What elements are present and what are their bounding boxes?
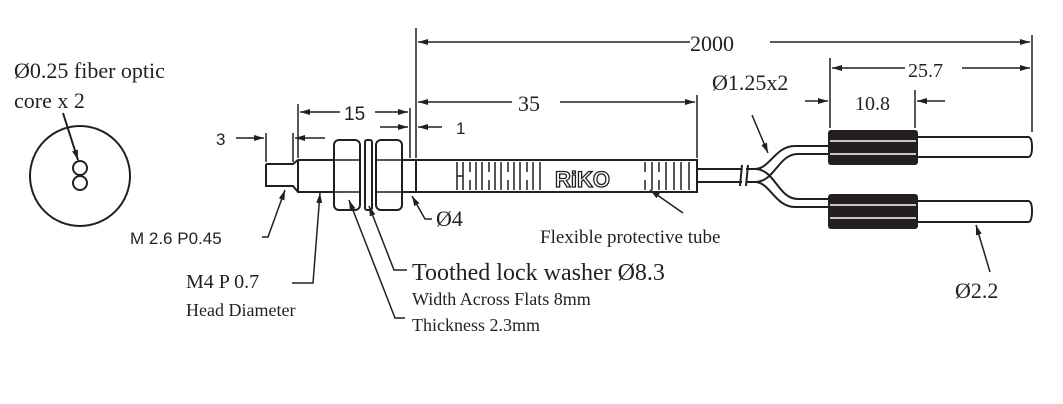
hex-nut — [333, 139, 361, 211]
hex-nut — [375, 139, 403, 211]
pin-diameter-label: Ø2.2 — [955, 278, 998, 303]
sensor-head — [265, 139, 698, 211]
head-thread-label: M4 P 0.7 — [186, 271, 259, 293]
lock-washer — [364, 139, 373, 211]
dimension-35: 35 — [518, 91, 540, 116]
washer-label: Toothed lock washer Ø8.3 — [412, 260, 665, 286]
head-diameter-label: Head Diameter — [186, 300, 295, 320]
tube-label: Flexible protective tube — [540, 227, 720, 248]
fiber-core-icon — [72, 160, 88, 176]
dimension-lines — [236, 28, 1033, 162]
flats-label: Width Across Flats 8mm — [412, 289, 591, 309]
connector-bottom — [828, 194, 1034, 229]
cross-section-label: Ø0.25 fiber optic — [14, 58, 165, 83]
dimension-10-8: 10.8 — [855, 93, 890, 115]
thickness-label: Thickness 2.3mm — [412, 315, 540, 335]
dimension-2000: 2000 — [690, 31, 734, 56]
tube-diameter-label: Ø4 — [436, 206, 463, 231]
dimension-25-7: 25.7 — [908, 60, 943, 82]
connector-top — [828, 130, 1034, 165]
brand-logo: RiKO — [555, 167, 610, 192]
tip-thread-label: M 2.6 P0.45 — [130, 229, 222, 248]
dimension-1: 1 — [456, 119, 465, 138]
cross-section-view — [29, 112, 131, 227]
tube-grip-pattern — [456, 162, 690, 190]
fiber-core-icon — [72, 175, 88, 191]
fiber-diameter-label: Ø1.25x2 — [712, 70, 788, 95]
dimension-15: 15 — [344, 104, 365, 125]
leader-lines — [262, 114, 991, 319]
fiber-cable — [697, 145, 828, 208]
cross-section-label-2: core x 2 — [14, 88, 85, 113]
dimension-3: 3 — [216, 130, 225, 149]
